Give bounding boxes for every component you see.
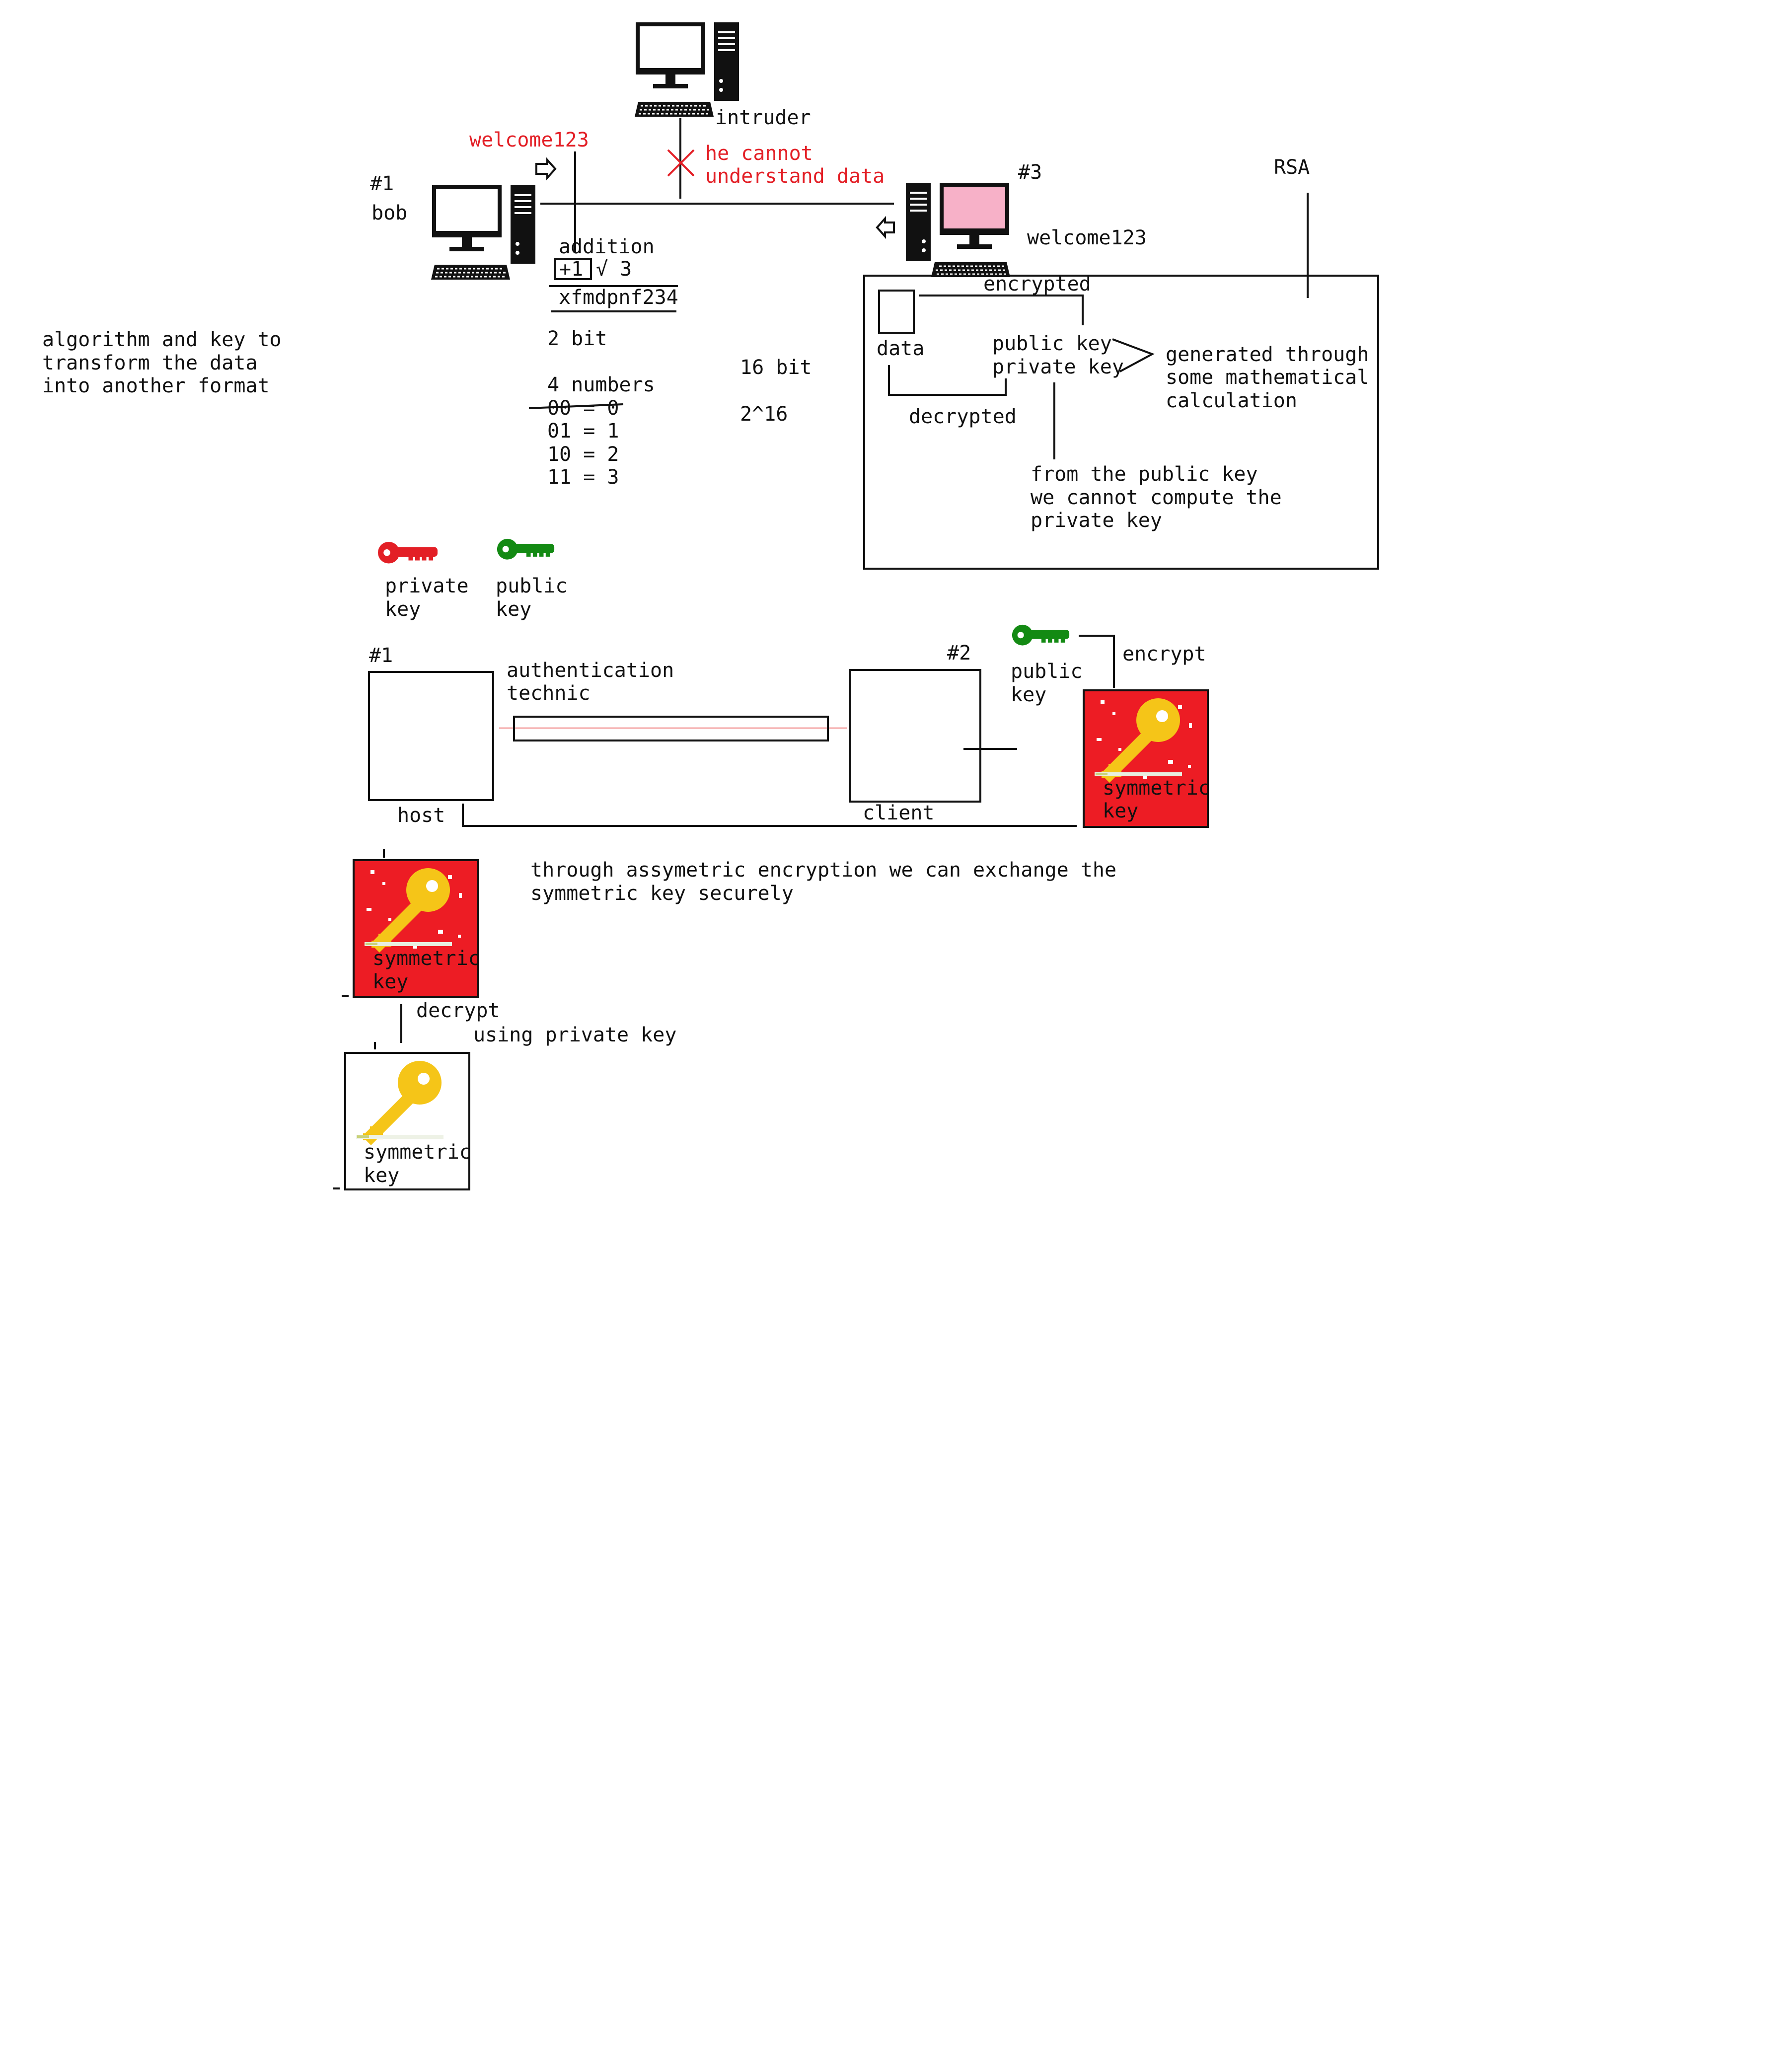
host-label: host bbox=[397, 804, 445, 827]
encrypt-label: encrypt bbox=[1122, 643, 1206, 666]
receive-arrow-icon bbox=[876, 216, 895, 239]
sixteen-bit-label: 16 bit bbox=[740, 356, 812, 379]
return-line bbox=[462, 804, 1077, 827]
private-key-label: private key bbox=[992, 356, 1124, 378]
binary-row: 01 = 1 bbox=[547, 420, 619, 443]
binary-row: 11 = 3 bbox=[547, 466, 619, 489]
symmetric-key-line: symmetric bbox=[364, 1141, 471, 1164]
bob-id: #1 bbox=[370, 172, 394, 195]
generated-note-line: some mathematical bbox=[1166, 366, 1369, 389]
public-key-line: public bbox=[1011, 660, 1083, 683]
generated-note-line: calculation bbox=[1166, 389, 1297, 412]
receiver-id: #3 bbox=[1018, 161, 1042, 184]
symmetric-key-line: key bbox=[372, 970, 408, 993]
sent-password: welcome123 bbox=[469, 129, 589, 151]
public-key-line: key bbox=[1011, 683, 1046, 706]
algorithm-note-line: into another format bbox=[42, 374, 270, 397]
exchange-note-line: through assymetric encryption we can exc… bbox=[530, 859, 1116, 882]
data-box bbox=[878, 290, 915, 334]
intruder-label: intruder bbox=[715, 106, 811, 129]
client-label: client bbox=[863, 802, 935, 824]
plus-one-box bbox=[554, 258, 592, 280]
private-key-legend-line: private bbox=[385, 575, 469, 597]
host-id: #1 bbox=[369, 644, 393, 667]
plus-one: +1 bbox=[559, 258, 583, 281]
binary-row: 00 = 0 bbox=[547, 397, 619, 420]
binary-row: 10 = 2 bbox=[547, 443, 619, 466]
rsa-note-line: we cannot compute the bbox=[1031, 486, 1282, 509]
strike-line bbox=[528, 403, 624, 409]
algorithm-note-line: transform the data bbox=[42, 352, 257, 374]
public-key-label: public key bbox=[992, 332, 1112, 355]
generated-note-line: generated through bbox=[1166, 343, 1369, 366]
symmetric-key-line: key bbox=[1103, 800, 1138, 822]
decrypt-path bbox=[888, 365, 1007, 396]
send-arrow-icon bbox=[535, 157, 557, 181]
public-key-icon bbox=[1012, 624, 1070, 646]
intruder-computer-icon bbox=[634, 21, 740, 118]
auth-channel-box bbox=[513, 716, 829, 741]
decrypt-label: decrypt bbox=[416, 999, 500, 1022]
rsa-note-line: private key bbox=[1031, 509, 1162, 532]
two-bit-label: 2 bit bbox=[547, 327, 607, 350]
rsa-title: RSA bbox=[1274, 156, 1310, 179]
private-key-icon bbox=[378, 542, 438, 564]
public-key-icon bbox=[497, 538, 555, 560]
rsa-box bbox=[863, 275, 1379, 570]
public-key-legend-line: public bbox=[496, 575, 568, 597]
client-id: #2 bbox=[947, 642, 971, 665]
decrypted-label: decrypted bbox=[909, 405, 1017, 428]
exchange-note-line: symmetric key securely bbox=[530, 882, 794, 905]
public-key-legend-line: key bbox=[496, 598, 531, 621]
bob-name: bob bbox=[371, 202, 407, 224]
intruder-warning-line1: he cannot bbox=[705, 142, 813, 165]
intruder-warning-line2: understand data bbox=[705, 165, 885, 188]
client-box bbox=[849, 669, 981, 803]
host-box bbox=[368, 671, 494, 801]
auth-line: technic bbox=[507, 682, 591, 705]
addition-label: addition bbox=[559, 235, 655, 258]
power-label: 2^16 bbox=[740, 403, 788, 426]
check-three: √ 3 bbox=[596, 258, 632, 281]
using-private-label: using private key bbox=[473, 1024, 676, 1046]
algorithm-note-line: algorithm and key to bbox=[42, 328, 282, 351]
symmetric-key-line: symmetric bbox=[1103, 777, 1210, 800]
data-label: data bbox=[877, 337, 924, 360]
symmetric-key-line: symmetric bbox=[372, 947, 480, 970]
receiver-computer-icon bbox=[905, 182, 1011, 278]
blocked-cross-icon bbox=[667, 149, 695, 177]
bob-computer-icon bbox=[430, 184, 536, 281]
cipher-text: xfmdpnf234 bbox=[559, 286, 678, 309]
encrypt-connector-line bbox=[1079, 635, 1115, 688]
encrypt-path bbox=[919, 295, 1084, 325]
key-pair-brace bbox=[1112, 338, 1155, 372]
auth-line: authentication bbox=[507, 659, 674, 682]
four-numbers-label: 4 numbers bbox=[547, 373, 655, 396]
encrypted-label: encrypted bbox=[983, 273, 1091, 296]
symmetric-key-line: key bbox=[364, 1164, 399, 1187]
rsa-note-line: from the public key bbox=[1031, 463, 1258, 486]
private-key-legend-line: key bbox=[385, 598, 421, 621]
symmetric-key-plain-icon bbox=[344, 1052, 470, 1190]
received-password: welcome123 bbox=[1027, 226, 1147, 249]
